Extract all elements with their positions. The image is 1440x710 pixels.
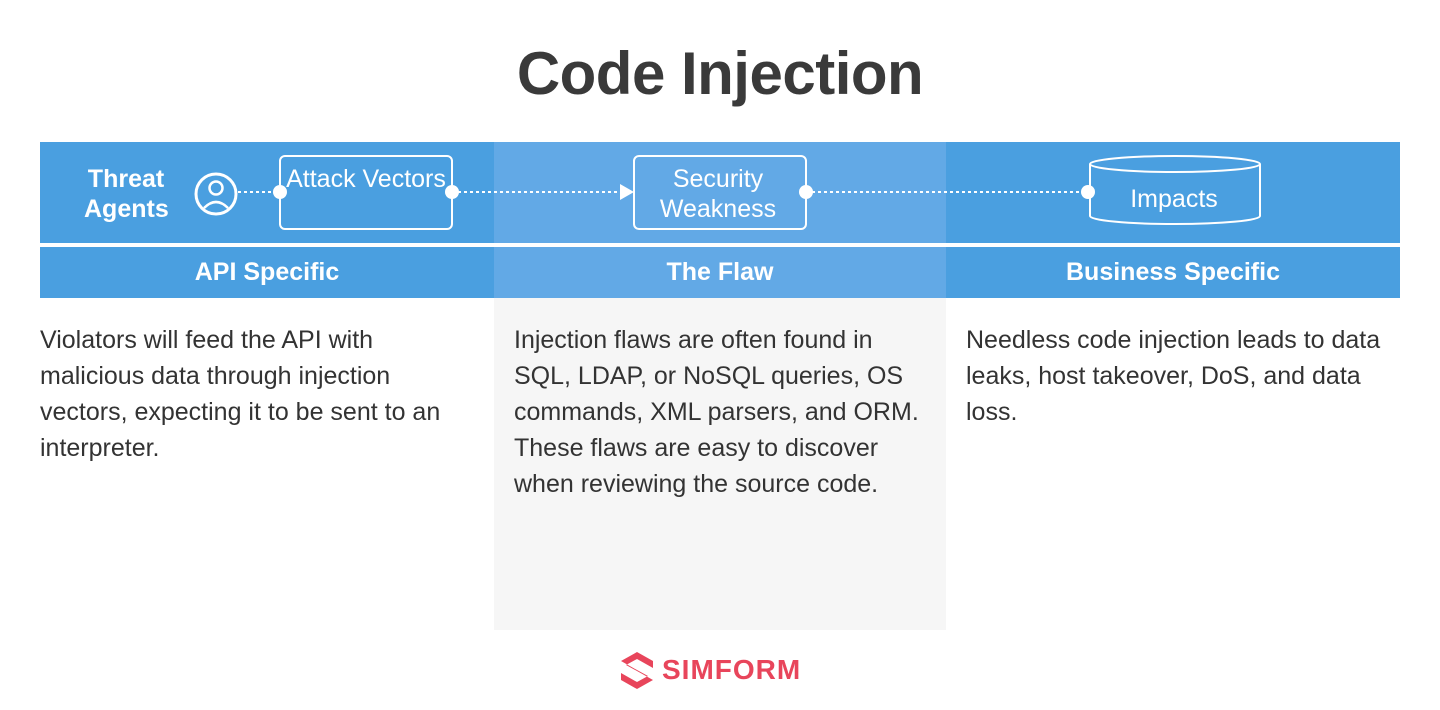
database-icon [1089,155,1261,225]
column-bg-api-specific [40,142,494,298]
page-title: Code Injection [516,40,924,107]
connector-dot [445,185,459,199]
arrow-head-icon [620,184,634,200]
connector-dot [799,185,813,199]
connector-dot [273,185,287,199]
api-specific-description: Violators will feed the API with malicio… [40,326,441,462]
simform-logo-text: SIMFORM [662,654,802,685]
security-weakness-label: Security Weakness [659,165,777,223]
connector-dot [1081,185,1095,199]
flow-diagram [194,155,1261,230]
threat-agents-label: Threat Agents [84,165,169,223]
user-icon [194,172,238,216]
flaw-column-background [494,298,946,630]
column-bg-business-specific [946,142,1400,298]
column-label-business-specific: Business Specific [1066,258,1280,286]
simform-logo: SIMFORM [618,650,801,690]
column-label-the-flaw: The Flaw [666,258,774,286]
the-flaw-description: Injection flaws are often found in SQL, … [514,326,919,498]
impacts-label: Impacts [1130,185,1218,213]
band-divider [40,243,1400,247]
column-label-api-specific: API Specific [194,258,340,286]
flow-band: Threat Agents Attack Vectors Security We… [40,142,1400,298]
attack-vectors-label: Attack Vectors [286,165,446,193]
simform-logo-icon [621,652,653,689]
column-bg-the-flaw [494,142,946,298]
business-specific-description: Needless code injection leads to data le… [966,326,1381,426]
